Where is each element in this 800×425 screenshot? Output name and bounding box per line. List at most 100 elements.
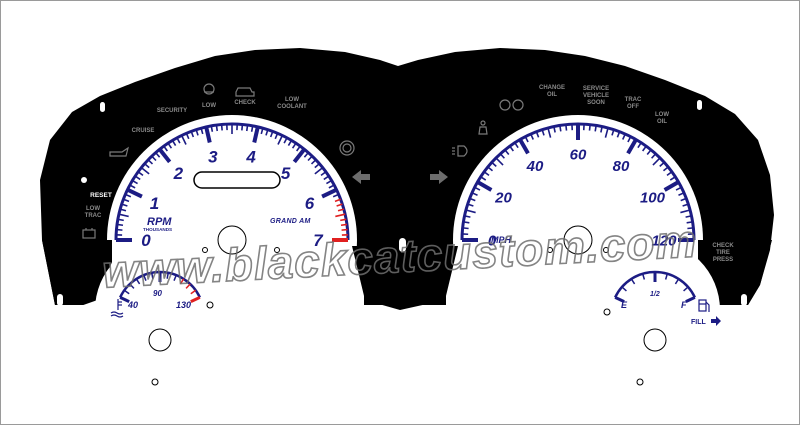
fuel-gauge-dial <box>580 240 720 320</box>
tachometer-minor-tick <box>320 171 327 176</box>
oil-can-icon <box>109 146 129 157</box>
tachometer-minor-tick <box>241 124 244 131</box>
temp-gauge-minor-tick <box>185 283 191 289</box>
tachometer-minor-tick <box>171 140 177 146</box>
tachometer-major-tick <box>321 187 338 199</box>
temp-gauge-minor-tick <box>143 274 147 281</box>
speedometer-minor-tick <box>622 133 626 140</box>
fuel-label-empty: E <box>621 300 628 310</box>
tachometer-minor-tick <box>332 193 339 198</box>
speedometer-minor-tick <box>646 149 652 156</box>
mount-hole-left <box>217 225 247 255</box>
speedometer-minor-tick <box>504 149 510 156</box>
speedometer-minor-tick <box>471 192 478 196</box>
headlight-icon <box>452 145 468 157</box>
service-label-2: VEHICLE <box>583 93 609 99</box>
temp-gauge-minor-tick <box>150 272 154 279</box>
tachometer-major-tick <box>126 187 143 199</box>
fuel-gauge-minor-tick <box>630 278 636 285</box>
fuel-gauge-minor-tick <box>674 278 680 285</box>
tachometer-minor-tick <box>134 175 141 181</box>
speedometer-minor-tick <box>652 157 661 166</box>
speedometer-minor-tick <box>680 197 687 202</box>
tachometer-minor-tick <box>119 208 127 212</box>
temp-gauge-minor-tick <box>123 289 130 295</box>
low-oil-label-2: OIL <box>657 119 667 125</box>
speedometer-minor-tick <box>669 176 676 181</box>
cruise-label: CRUISE <box>132 128 155 134</box>
battery-icon <box>82 228 96 239</box>
tachometer-minor-tick <box>326 179 332 185</box>
temp-gauge-minor-tick <box>190 289 197 295</box>
mph-label: MPH <box>491 235 512 245</box>
tachometer-ticks <box>114 122 350 242</box>
speedometer-minor-tick <box>514 142 519 149</box>
check-tire-label-3: PRESS <box>713 257 733 263</box>
speedometer-major-tick <box>626 138 638 155</box>
temp-gauge-ticks <box>118 270 202 303</box>
speedometer-number: 20 <box>494 189 512 206</box>
low-label: LOW <box>202 103 216 109</box>
speedometer-minor-tick <box>651 153 657 159</box>
tachometer-minor-tick <box>147 159 154 165</box>
small-hole-8 <box>636 378 644 386</box>
fuel-gauge-minor-tick <box>683 286 689 292</box>
tachometer-minor-tick <box>167 142 173 149</box>
check-tire-label-2: TIRE <box>716 250 730 256</box>
center-black-wedge <box>352 246 458 310</box>
speedometer-minor-tick <box>487 166 494 172</box>
tachometer-minor-tick <box>116 228 123 231</box>
tachometer-minor-tick <box>314 167 324 175</box>
speedometer-ticks <box>460 122 696 242</box>
speedometer-minor-tick <box>464 215 471 218</box>
speedometer-minor-tick <box>686 221 693 224</box>
fuel-gauge-ticks <box>613 270 697 303</box>
change-oil-label-1: CHANGE <box>539 85 565 91</box>
tachometer-number: 4 <box>245 147 256 166</box>
low-coolant-label-2: COOLANT <box>277 104 307 110</box>
tachometer-minor-tick <box>155 152 161 158</box>
tachometer-minor-tick <box>132 179 138 185</box>
mount-hole-right <box>563 225 593 255</box>
tachometer-minor-tick <box>176 137 181 144</box>
tachometer-minor-tick <box>200 127 204 135</box>
tachometer-minor-tick <box>296 145 301 152</box>
fill-arrow-icon <box>711 316 721 326</box>
speedometer-minor-tick <box>687 227 694 230</box>
trac-off-label-2: OFF <box>627 104 639 110</box>
tachometer-number: 6 <box>305 194 315 213</box>
service-label-1: SERVICE <box>583 86 609 92</box>
speedometer-number: 120 <box>651 232 677 249</box>
rpm-sub-label: THOUSANDS <box>143 227 172 232</box>
speedometer-minor-tick <box>604 127 609 138</box>
tachometer-major-tick <box>158 148 172 164</box>
speedometer-minor-tick <box>535 131 540 138</box>
fuel-gauge-minor-tick <box>664 273 669 280</box>
speedometer-minor-tick <box>685 215 692 218</box>
tachometer-number: 7 <box>313 231 324 250</box>
speedometer-minor-tick <box>547 127 552 138</box>
slot-left <box>57 294 63 306</box>
fuel-gauge-major-tick <box>614 296 625 303</box>
speedometer-minor-tick <box>480 176 487 181</box>
tachometer-minor-tick <box>210 125 214 132</box>
small-hole-1 <box>202 247 208 253</box>
tachometer-number: 3 <box>208 147 218 166</box>
tachometer-minor-tick <box>340 218 347 222</box>
tachometer-minor-tick <box>269 131 274 138</box>
speedometer-minor-tick <box>588 124 591 131</box>
speedometer-minor-tick <box>627 136 632 143</box>
small-hole-6 <box>603 308 611 316</box>
fuel-gauge-major-tick <box>685 296 696 303</box>
tachometer-minor-tick <box>125 193 132 198</box>
low-trac-label-2: TRAC <box>85 213 102 219</box>
tachometer-number: 5 <box>281 164 291 183</box>
tachometer-minor-tick <box>323 175 330 181</box>
tachometer-minor-tick <box>310 159 317 165</box>
slot-top-right <box>697 100 702 110</box>
tachometer-minor-tick <box>163 145 168 152</box>
mount-hole-fuel <box>643 328 667 352</box>
